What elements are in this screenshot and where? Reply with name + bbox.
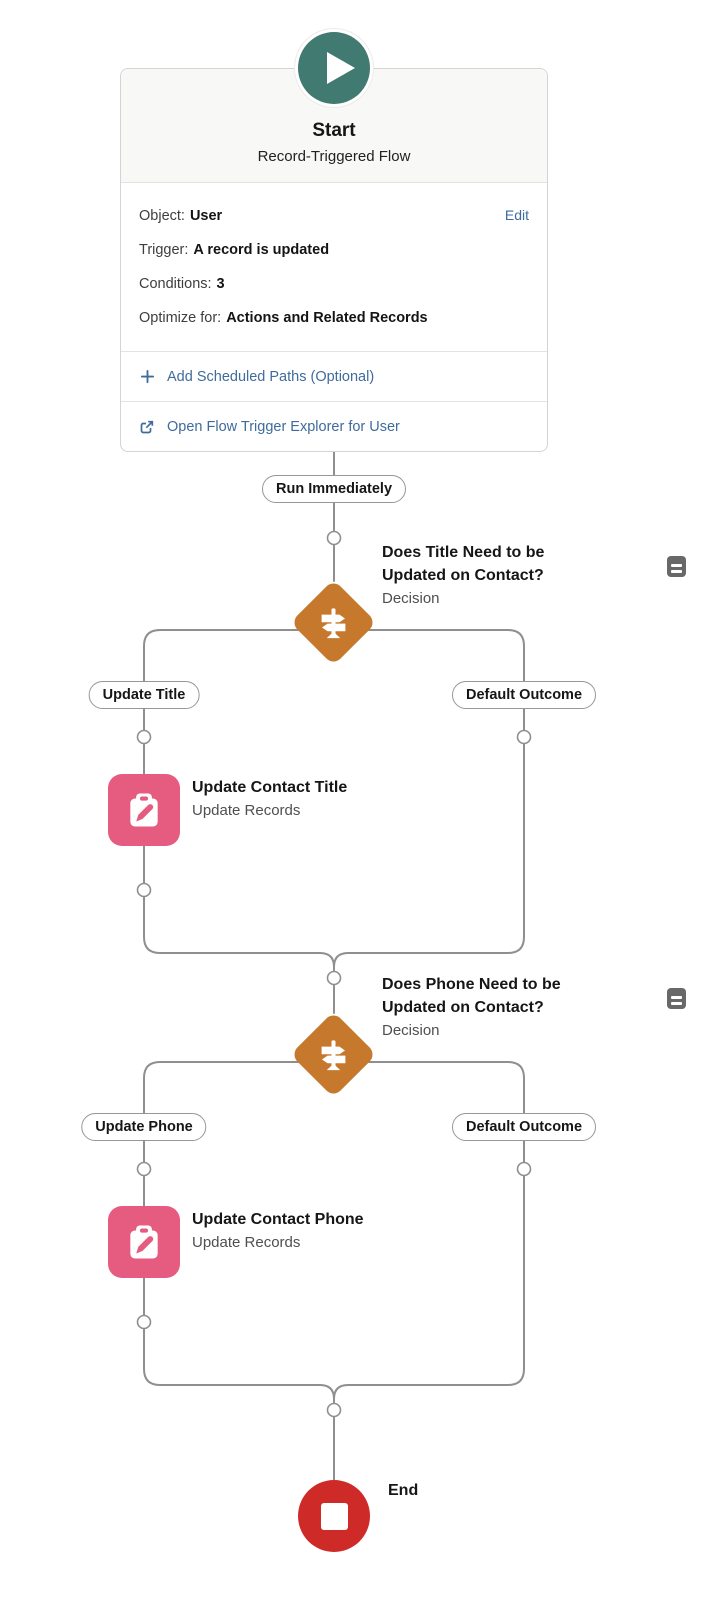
field-value: 3 <box>216 276 225 292</box>
end-label: End <box>388 1482 419 1499</box>
end-node[interactable] <box>298 1480 370 1552</box>
note-line <box>671 564 682 567</box>
start-field-optimize: Optimize for: Actions and Related Record… <box>139 308 529 328</box>
action-type-label: Update Records <box>192 1234 301 1251</box>
connector-label-run-immediately: Run Immediately <box>261 475 407 503</box>
start-title: Start <box>312 120 356 141</box>
start-field-object: Object: User Edit <box>139 205 529 226</box>
stop-icon <box>320 1502 348 1530</box>
clipboard-pencil-icon <box>130 1225 158 1259</box>
update-records-label: Update Contact Phone Update Records <box>192 1208 452 1254</box>
update-records-node-phone[interactable] <box>108 1206 180 1278</box>
add-scheduled-paths-button[interactable]: Add Scheduled Paths (Optional) <box>121 351 547 401</box>
clipboard-pencil-icon <box>130 793 158 827</box>
note-line <box>671 569 682 573</box>
start-field-conditions: Conditions: 3 <box>139 274 529 294</box>
open-flow-trigger-explorer-link[interactable]: Open Flow Trigger Explorer for User <box>121 401 547 451</box>
action-title: Update Contact Phone <box>192 1211 364 1228</box>
plus-icon <box>139 369 155 385</box>
outcome-label-default-1: Default Outcome <box>451 681 597 709</box>
update-records-node-title[interactable] <box>108 774 180 846</box>
decision-title: Does Phone Need to be Updated on Contact… <box>382 976 561 1016</box>
outcome-label-default-2: Default Outcome <box>451 1113 597 1141</box>
field-value: User <box>189 208 223 224</box>
decision-label-title: Does Title Need to be Updated on Contact… <box>382 541 598 610</box>
decision-node-title[interactable] <box>290 579 377 666</box>
start-card-body: Object: User Edit Trigger: A record is u… <box>121 183 547 351</box>
external-link-icon <box>139 419 155 435</box>
field-label: Trigger: <box>139 242 189 258</box>
edit-button[interactable]: Edit <box>504 207 529 223</box>
action-type-label: Update Records <box>192 802 301 819</box>
field-value: Actions and Related Records <box>226 310 428 326</box>
start-field-trigger: Trigger: A record is updated <box>139 240 529 260</box>
note-line <box>671 1001 682 1005</box>
decision-type-label: Decision <box>382 1022 440 1039</box>
connector-points <box>136 530 532 1418</box>
field-label: Optimize for: <box>139 310 222 326</box>
flow-connectors <box>143 451 525 1482</box>
decision-title: Does Title Need to be Updated on Contact… <box>382 544 545 584</box>
start-node[interactable] <box>298 32 370 104</box>
note-line <box>671 996 682 999</box>
open-flow-trigger-explorer-label: Open Flow Trigger Explorer for User <box>167 418 400 435</box>
decision-node-phone[interactable] <box>290 1011 377 1098</box>
decision-label-phone: Does Phone Need to be Updated on Contact… <box>382 973 598 1042</box>
field-label: Object: <box>139 208 185 224</box>
signpost-icon <box>321 607 346 638</box>
description-note-icon[interactable] <box>667 556 686 577</box>
outcome-label-update-title: Update Title <box>88 681 200 709</box>
start-subtitle: Record-Triggered Flow <box>257 148 411 165</box>
outcome-label-update-phone: Update Phone <box>81 1113 207 1141</box>
update-records-label: Update Contact Title Update Records <box>192 776 452 822</box>
decision-type-label: Decision <box>382 590 440 607</box>
description-note-icon[interactable] <box>667 988 686 1009</box>
play-icon <box>327 52 355 84</box>
field-label: Conditions: <box>139 276 212 292</box>
add-scheduled-paths-label: Add Scheduled Paths (Optional) <box>167 368 375 385</box>
action-title: Update Contact Title <box>192 779 348 796</box>
start-node-card[interactable]: Start Record-Triggered Flow Object: User… <box>120 68 548 452</box>
field-value: A record is updated <box>193 242 330 258</box>
signpost-icon <box>321 1039 346 1070</box>
